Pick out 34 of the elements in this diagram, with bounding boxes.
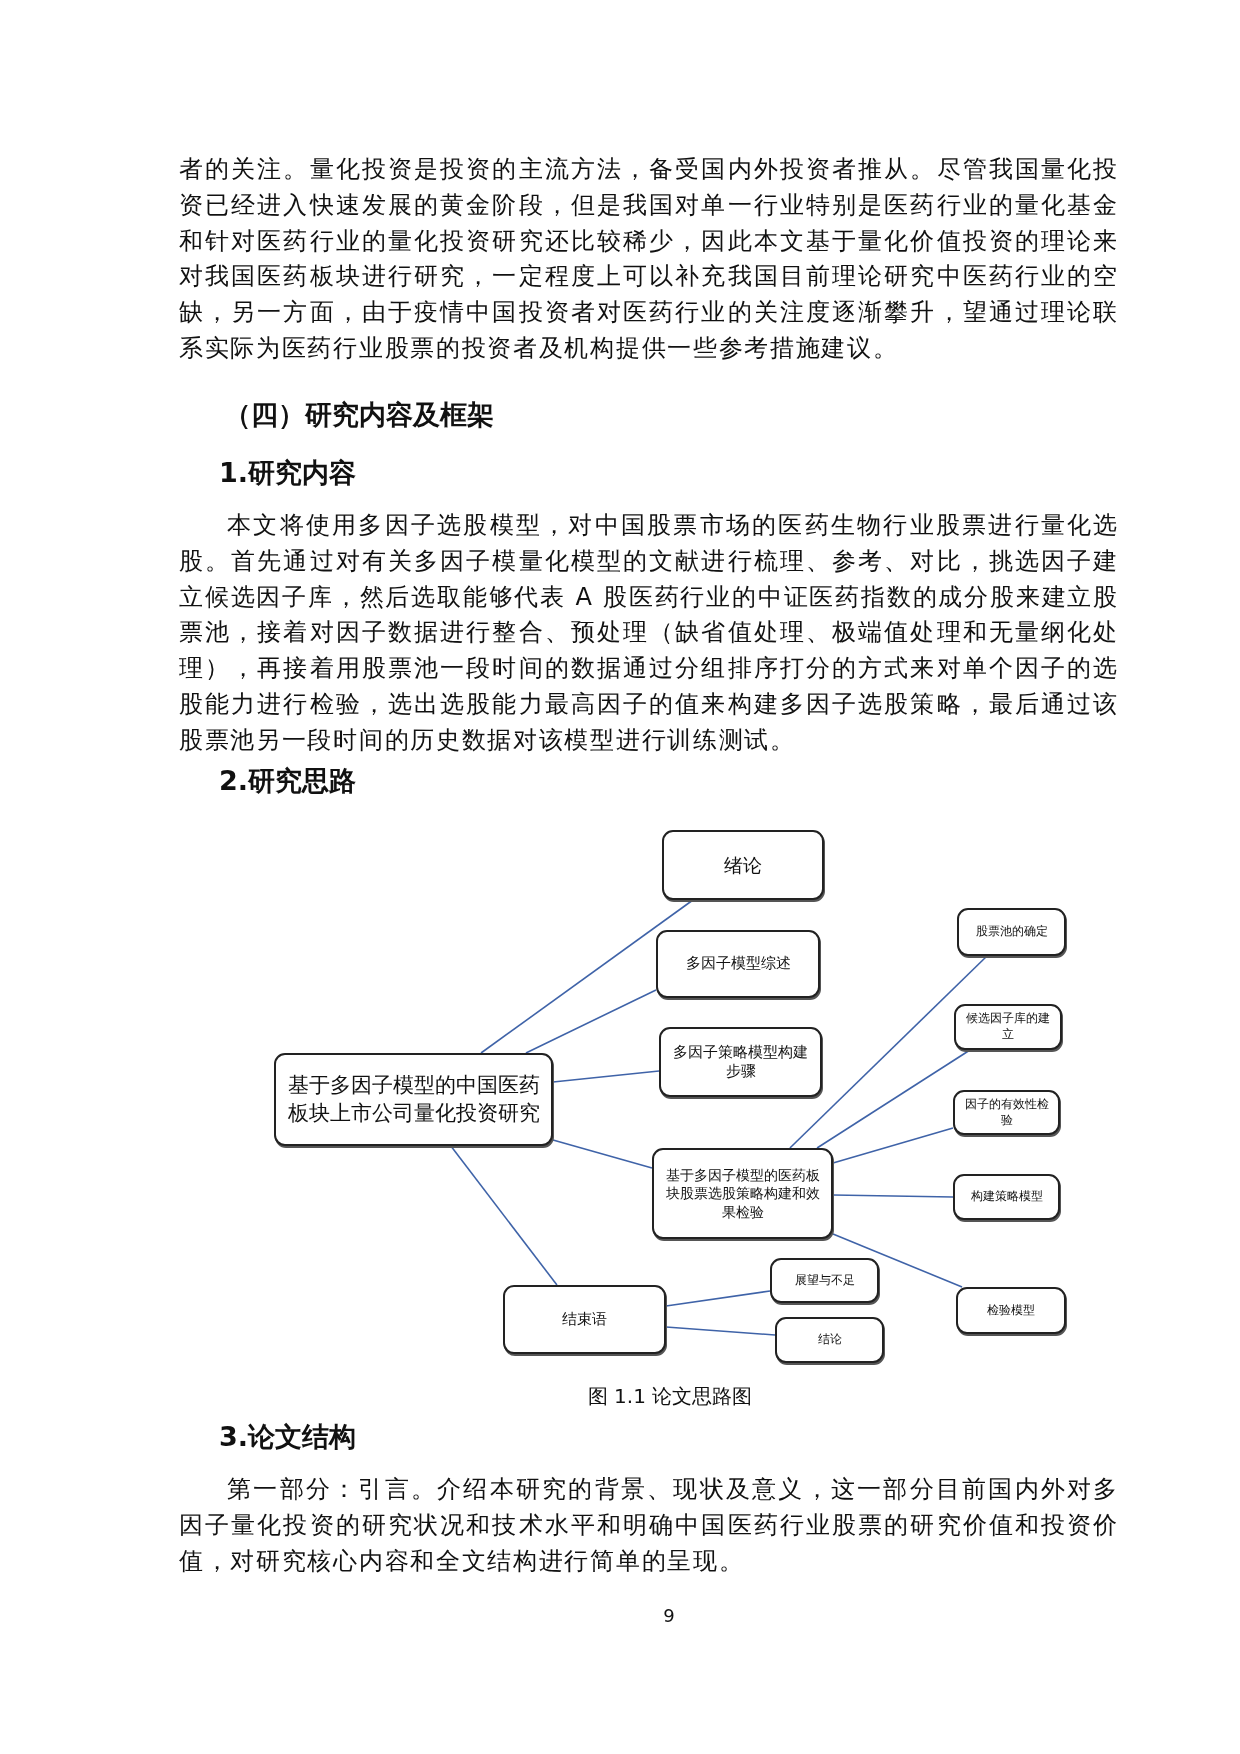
page-number: 9 bbox=[662, 1605, 676, 1626]
connector-line bbox=[665, 1290, 771, 1307]
body-paragraph: 者的关注。量化投资是投资的主流方法，备受国内外投资者推从。尽管我国量化投资已经进入快速发展的黄金阶段，但是我国对单一行业特别是医药行业的量化基金和针对医药行业的量化投资研究还比较稀少，因此本文基于量化价值投资的理论来对我国医药板块进行研究，一定程度上可以补充我国目前理论研究中医药行业的空缺，另一方面，由于疫情中国投资者对医药行业的关注度逐渐攀升，望通过理论联系实际为医药行业股票的投资者及机构提供一些参考措施建议。 bbox=[179, 154, 1119, 364]
connector-line bbox=[665, 1326, 776, 1336]
body-paragraph: 第一部分：引言。介绍本研究的背景、现状及意义，这一部分目前国内外对多因子量化投资的研究状况和技术水平和明确中国医药行业股票的研究价值和投资价值，对研究核心内容和全文结构进行简单的呈现。 bbox=[179, 1474, 1119, 1577]
topic-box: 基于多因子模型的医药板块股票选股策略构建和效果检验 bbox=[652, 1148, 833, 1239]
topic-box: 检验模型 bbox=[956, 1287, 1066, 1334]
topic-box: 构建策略模型 bbox=[953, 1174, 1060, 1220]
connector-line bbox=[552, 1070, 660, 1083]
section-heading: 3.论文结构 bbox=[219, 1420, 357, 1454]
connector-line bbox=[450, 1145, 558, 1286]
figure-caption: 图 1.1 论文思路图 bbox=[586, 1383, 754, 1410]
body-paragraph: 本文将使用多因子选股模型，对中国股票市场的医药生物行业股票进行量化选股。首先通过对有关多因子模量化模型的文献进行梳理、参考、对比，挑选因子建立候选因子库，然后选取能够代表 A 股医药行业的中证医药指数的成分股来建立股票池，接着对因子数据进行整合、预处理（缺省值处理、极端值处理和无量纲化处理），再接着用股票池一段时间的数据通过分组排序打分的方式来对单个因子的选股能力进行检验，选出选股能力最高因子的值来构建多因子选股策略，最后通过该股票池另一段时间的历史数据对该模型进行训练测试。 bbox=[179, 510, 1119, 756]
connector-line bbox=[552, 1139, 653, 1169]
topic-box: 结束语 bbox=[503, 1285, 666, 1354]
connector-line bbox=[480, 899, 694, 1054]
topic-box: 绪论 bbox=[662, 830, 824, 900]
topic-box: 基于多因子模型的中国医药板块上市公司量化投资研究 bbox=[274, 1053, 553, 1146]
topic-box: 候选因子库的建立 bbox=[954, 1004, 1062, 1050]
section-heading: （四）研究内容及框架 bbox=[224, 398, 494, 432]
topic-box: 展望与不足 bbox=[770, 1258, 879, 1303]
connector-line bbox=[816, 1049, 971, 1149]
topic-box: 多因子策略模型构建步骤 bbox=[659, 1027, 822, 1097]
connector-line bbox=[789, 955, 988, 1149]
topic-box: 因子的有效性检验 bbox=[953, 1090, 1060, 1135]
connector-line bbox=[832, 1194, 954, 1198]
section-heading: 1.研究内容 bbox=[219, 456, 357, 490]
connector-line bbox=[832, 1233, 963, 1288]
section-heading: 2.研究思路 bbox=[219, 764, 357, 798]
topic-box: 多因子模型综述 bbox=[656, 930, 820, 998]
connector-line bbox=[525, 989, 657, 1054]
topic-box: 股票池的确定 bbox=[957, 908, 1066, 956]
connector-line bbox=[832, 1127, 954, 1164]
topic-box: 结论 bbox=[775, 1317, 884, 1363]
